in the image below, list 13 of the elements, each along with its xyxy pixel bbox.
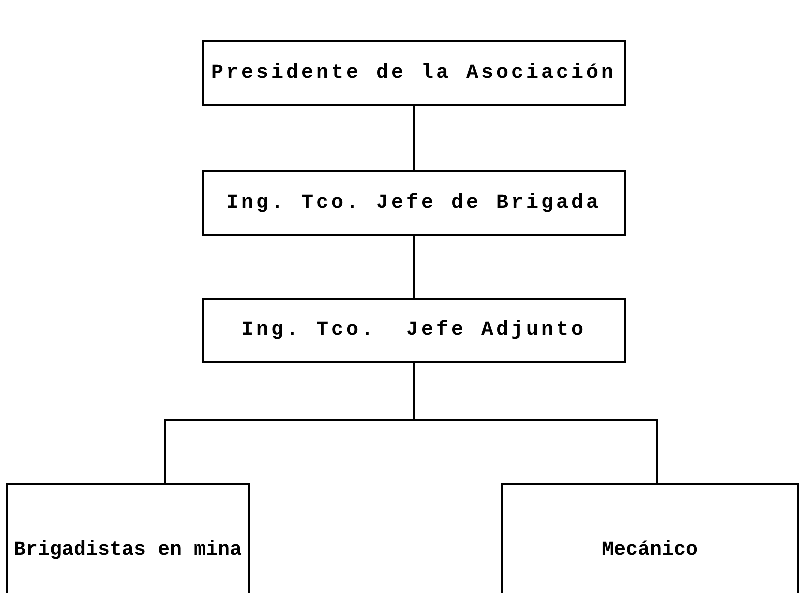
org-box	[202, 298, 626, 363]
connector-line	[413, 363, 658, 483]
org-box	[202, 40, 626, 106]
org-box	[202, 170, 626, 236]
org-box	[501, 483, 799, 593]
position-title: Ing. Tco. Jefe de Brigada	[226, 192, 602, 214]
org-box	[6, 483, 250, 593]
connector-line	[413, 106, 415, 170]
position-title: Presidente de la Asociación	[211, 62, 617, 84]
position-title: Ing. Tco. Jefe Adjunto	[241, 319, 587, 342]
position-title: Brigadistas en mina	[14, 539, 242, 562]
position-title: Mecánico	[602, 539, 698, 562]
connector-line	[413, 236, 415, 298]
